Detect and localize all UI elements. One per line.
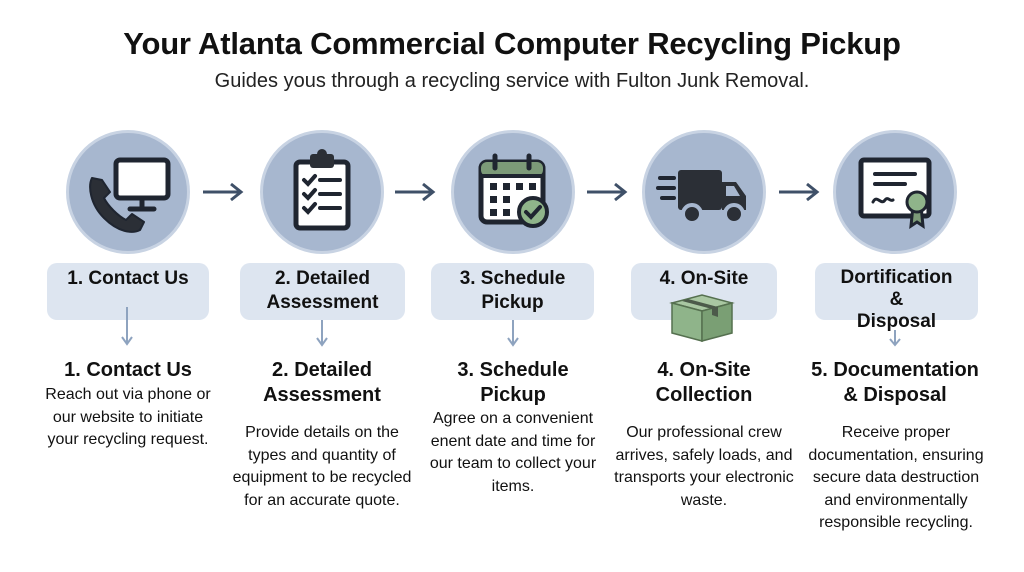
step-4-pill-line: 4. On-Site bbox=[659, 268, 749, 289]
calendar-check-icon bbox=[478, 153, 549, 228]
step-1-title: 1. Contact Us bbox=[28, 358, 228, 383]
arrow-right-icon bbox=[203, 182, 244, 202]
arrow-down-icon bbox=[507, 320, 519, 347]
step-4-title-line: 4. On-Site bbox=[657, 359, 751, 381]
page-subtitle: Guides yous through a recycling service … bbox=[214, 70, 810, 92]
step-3-title-line: 3. Schedule bbox=[457, 359, 569, 381]
arrow-down-icon bbox=[316, 320, 328, 347]
arrow-right-icon bbox=[587, 182, 628, 202]
step-3-description: Agree on a convenient enent date and tim… bbox=[429, 410, 597, 495]
step-5-pill-line: & bbox=[889, 289, 904, 310]
step-4-description: Our professional crew arrives, safely lo… bbox=[614, 424, 794, 509]
page-title: Your Atlanta Commercial Computer Recycli… bbox=[123, 26, 901, 61]
step-3-title: 3. Schedule Pickup bbox=[413, 358, 613, 408]
step-2-title-line: Assessment bbox=[263, 384, 381, 406]
step-1-description: Reach out via phone or our website to in… bbox=[45, 386, 211, 448]
step-2-description: Provide details on the types and quantit… bbox=[232, 424, 412, 509]
step-5-title-line: 5. Documentation bbox=[811, 359, 979, 381]
step-3-pill: 3. Schedule Pickup bbox=[431, 263, 594, 320]
step-5-title: 5. Documentation & Disposal bbox=[795, 358, 995, 408]
step-3-pill-line: Pickup bbox=[481, 292, 544, 313]
step-2-pill-line: Assessment bbox=[266, 292, 379, 313]
step-4-title: 4. On-Site Collection bbox=[604, 358, 804, 408]
step-2-pill: 2. Detailed Assessment bbox=[240, 263, 405, 320]
step-2-title: 2. Detailed Assessment bbox=[222, 358, 422, 408]
step-5-description: Receive proper documentation, ensuring s… bbox=[808, 424, 984, 531]
step-3-pill-line: 3. Schedule bbox=[459, 268, 566, 289]
box-icon bbox=[669, 294, 735, 342]
certificate-icon bbox=[858, 157, 932, 230]
step-3-icon-circle bbox=[451, 130, 575, 254]
step-2-title-line: 2. Detailed bbox=[271, 359, 373, 381]
arrow-down-icon bbox=[121, 307, 133, 346]
step-5-pill: Dortification & Disposal bbox=[815, 263, 978, 332]
arrow-right-icon bbox=[395, 182, 436, 202]
step-4-title-line: Collection bbox=[655, 384, 753, 406]
step-1-title-line: 1. Contact Us bbox=[64, 359, 192, 381]
arrow-down-icon bbox=[889, 330, 901, 347]
step-5-title-line: & Disposal bbox=[843, 384, 947, 406]
step-2-icon-circle bbox=[260, 130, 384, 254]
step-1-pill-line: 1. Contact Us bbox=[67, 268, 189, 289]
step-5-icon-circle bbox=[833, 130, 957, 254]
phone-computer-icon bbox=[89, 157, 171, 233]
arrow-right-icon bbox=[779, 182, 820, 202]
clipboard-checklist-icon bbox=[293, 149, 351, 231]
step-1-icon-circle bbox=[66, 130, 190, 254]
step-4-icon-circle bbox=[642, 130, 766, 254]
step-2-pill-line: 2. Detailed bbox=[274, 268, 371, 289]
step-3-title-line: Pickup bbox=[480, 384, 546, 406]
delivery-truck-icon bbox=[656, 170, 746, 225]
step-5-pill-line: Disposal bbox=[856, 311, 937, 332]
step-5-pill-line: Dortification bbox=[840, 267, 953, 288]
